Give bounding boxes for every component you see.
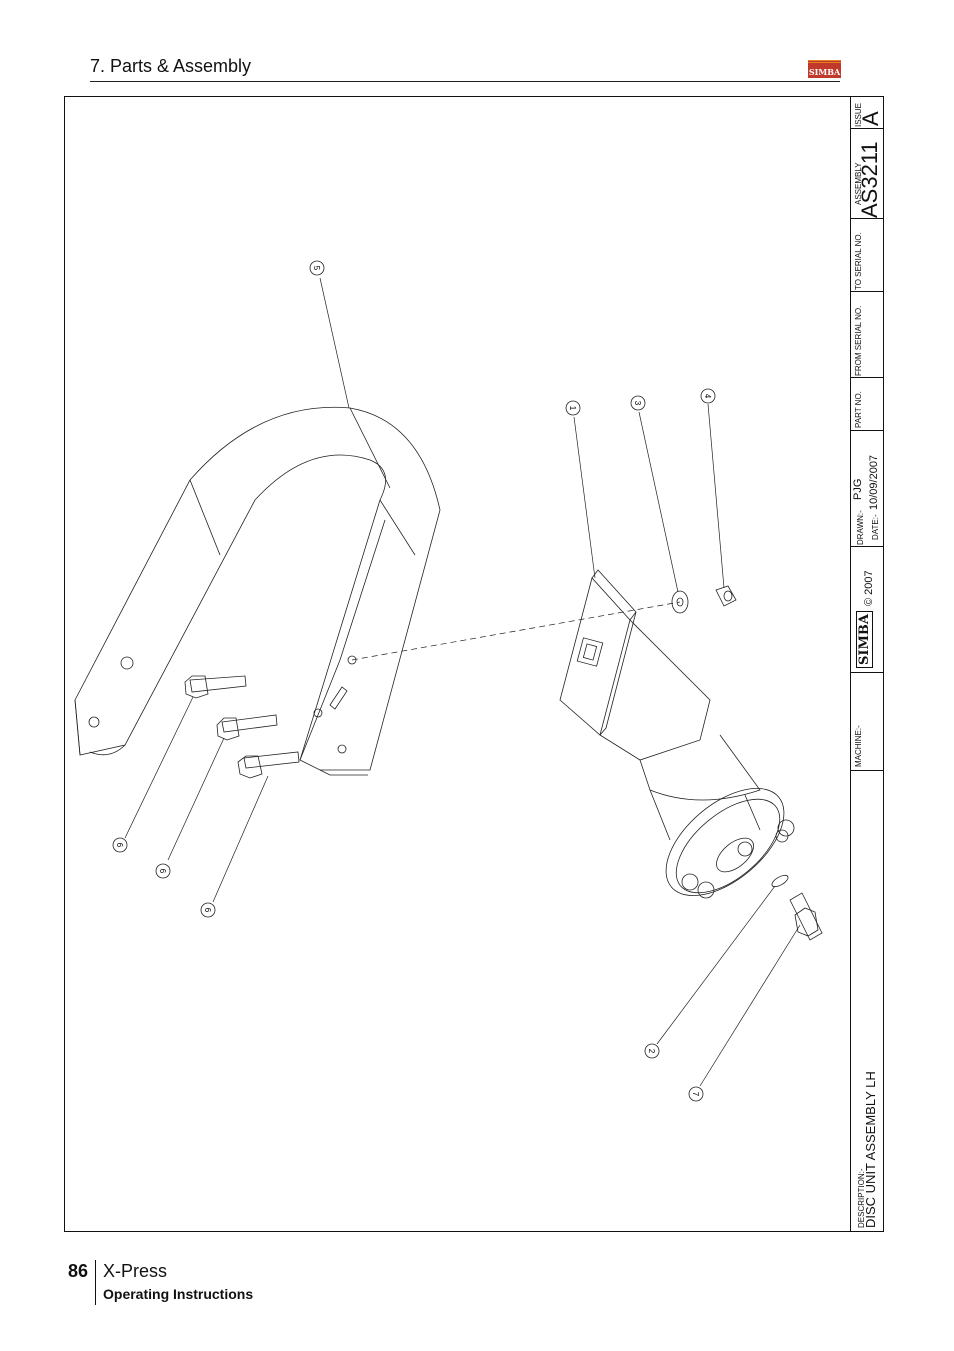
title-block-divider — [850, 546, 884, 547]
balloon-6: 6 — [112, 837, 128, 853]
title-block-divider — [850, 430, 884, 431]
title-block-divider — [850, 770, 884, 771]
bolt — [243, 751, 300, 769]
balloon-3: 3 — [630, 395, 646, 411]
part-no-label: PART NO. — [854, 391, 863, 428]
bolt — [189, 675, 247, 693]
balloon-2: 2 — [644, 1043, 660, 1059]
description-value: DISC UNIT ASSEMBLY LH — [863, 1071, 878, 1228]
arm-bracket-outline — [74, 406, 441, 771]
balloon-label: 4 — [703, 394, 712, 399]
title-block-divider — [850, 377, 884, 378]
balloon-4: 4 — [700, 388, 716, 404]
drawing-frame — [64, 96, 884, 1232]
footer-divider — [95, 1260, 96, 1305]
title-block — [850, 96, 884, 1232]
title-block-divider — [850, 672, 884, 673]
simba-logo: SIMBA — [808, 60, 841, 78]
balloon-5: 5 — [309, 260, 325, 276]
balloon-1: 1 — [565, 400, 581, 416]
balloon-label: 7 — [691, 1092, 700, 1097]
product-name: X-Press — [103, 1261, 168, 1281]
balloon-label: 6 — [115, 843, 124, 848]
bolt — [789, 892, 823, 941]
title-block-divider — [850, 128, 884, 129]
balloon-label: 1 — [568, 406, 577, 411]
section-title: 7. Parts & Assembly — [90, 56, 252, 76]
washer — [771, 874, 789, 888]
assembly-drawing: 5 1 3 4 6 6 6 2 — [74, 260, 823, 1102]
from-serial-label: FROM SERIAL NO. — [854, 305, 863, 376]
hub-flange — [665, 788, 785, 896]
to-serial-label: TO SERIAL NO. — [854, 232, 863, 290]
drawn-value: PJG — [852, 478, 864, 500]
balloon-label: 3 — [633, 401, 642, 406]
balloon-label: 6 — [203, 908, 212, 913]
title-block-divider — [850, 291, 884, 292]
header-rule — [90, 81, 840, 82]
balloon-7: 7 — [688, 1086, 704, 1102]
bolt — [221, 714, 278, 733]
balloon-6: 6 — [155, 863, 171, 879]
machine-label: MACHINE:- — [854, 725, 863, 767]
drawn-label: DRAWN:- — [856, 510, 865, 545]
assembly-number: AS3211 — [857, 141, 882, 218]
copyright: © 2007 — [863, 570, 875, 606]
balloon-label: 5 — [312, 266, 321, 271]
title-block-divider — [850, 218, 884, 219]
balloon-label: 2 — [647, 1049, 656, 1054]
balloon-label: 6 — [158, 869, 167, 874]
balloon-6: 6 — [200, 902, 216, 918]
hub-body — [599, 619, 711, 761]
title-block-logo: SIMBA — [856, 611, 873, 668]
washer — [671, 590, 689, 614]
page-number: 86 — [68, 1261, 89, 1281]
document-subtitle: Operating Instructions — [103, 1286, 254, 1302]
date-value: 10/09/2007 — [868, 454, 880, 510]
hub-mounting-plate — [559, 577, 631, 736]
issue-value: A — [858, 111, 883, 126]
date-label: DATE:- — [871, 514, 880, 540]
lock-nut — [715, 585, 737, 607]
